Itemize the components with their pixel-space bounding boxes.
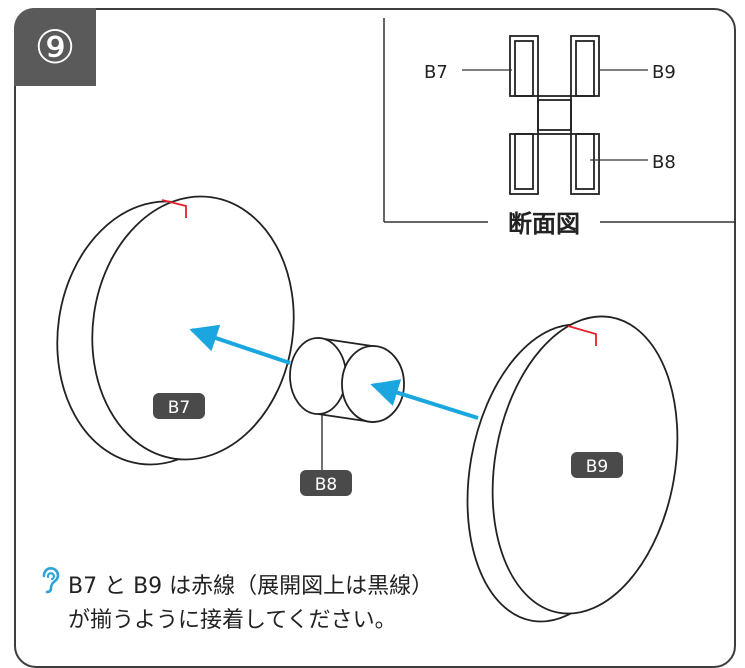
- cylinder-b8: [289, 336, 405, 470]
- instruction-step: ⑨ 断面図: [14, 8, 736, 668]
- note-line-1: B7 と B9 は赤線（展開図上は黒線）: [68, 574, 434, 599]
- cross-section-shape: [509, 35, 600, 195]
- badge-b8: B8: [300, 470, 352, 496]
- svg-text:B9: B9: [586, 457, 608, 477]
- arrow-b8-to-b7: [189, 324, 291, 365]
- section-label-b9: B9: [652, 62, 676, 83]
- note-line-2: が揃うように接着してください。: [68, 608, 397, 633]
- badge-b7: B7: [153, 393, 205, 419]
- section-title: 断面図: [508, 210, 580, 238]
- alignment-red-mark-b7: [161, 199, 187, 218]
- arrow-b9-to-b8: [370, 379, 479, 420]
- section-label-b8: B8: [652, 152, 676, 173]
- badge-b9: B9: [571, 452, 623, 478]
- disc-b7: [56, 195, 295, 466]
- question-ear-icon: [42, 567, 60, 594]
- svg-text:B8: B8: [315, 475, 337, 495]
- assembly-diagram: 断面図 B7: [56, 18, 736, 623]
- alignment-red-mark-b9: [567, 325, 597, 346]
- section-label-b7: B7: [424, 62, 448, 83]
- cross-section-inset: 断面図 B7: [383, 18, 736, 238]
- step-number-badge: ⑨: [14, 8, 96, 86]
- svg-text:B7: B7: [168, 398, 190, 418]
